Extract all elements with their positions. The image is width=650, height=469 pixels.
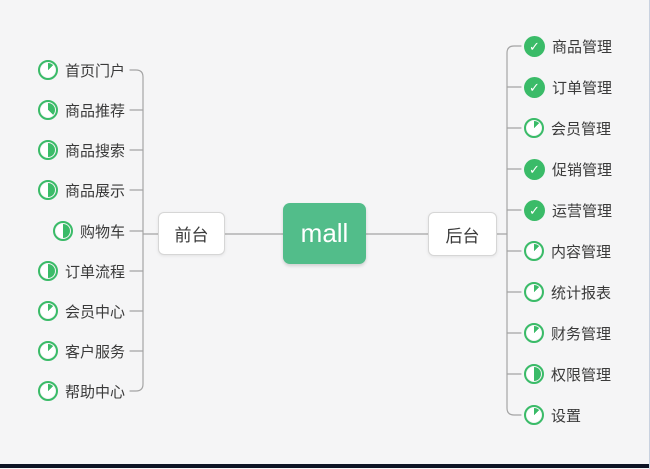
done-check-icon: ✓	[524, 35, 545, 57]
mindmap-topic[interactable]: ✓ 订单管理	[524, 75, 612, 99]
progress-pie-icon	[37, 100, 58, 120]
progress-pie-icon	[524, 323, 544, 343]
mindmap-topic[interactable]: ✓ 促销管理	[524, 157, 612, 181]
topic-label: 商品展示	[64, 182, 125, 200]
done-check-icon: ✓	[524, 76, 545, 98]
mindmap-topic[interactable]: 商品展示	[37, 178, 125, 202]
topic-label: 首页门户	[64, 62, 125, 80]
branch-topic-front[interactable]: 前台	[158, 212, 225, 255]
screenshot-bottom-edge	[0, 464, 649, 468]
progress-pie-icon	[524, 364, 544, 384]
topic-label: 订单管理	[552, 79, 613, 97]
progress-pie-icon	[524, 241, 544, 261]
progress-pie-icon	[52, 221, 73, 241]
progress-pie-icon	[524, 405, 544, 425]
topic-label: 帮助中心	[64, 383, 125, 401]
topic-label: 客户服务	[64, 343, 125, 361]
progress-pie-icon	[524, 118, 544, 138]
progress-pie-icon	[37, 60, 58, 80]
mindmap-topic[interactable]: 客户服务	[37, 339, 125, 363]
mindmap-topic[interactable]: ✓ 商品管理	[524, 34, 612, 58]
progress-pie-icon	[37, 341, 58, 361]
mindmap-topic[interactable]: 首页门户	[37, 58, 125, 82]
mindmap-topic[interactable]: 订单流程	[37, 259, 125, 283]
mindmap-topic[interactable]: 帮助中心	[37, 379, 125, 403]
topic-label: 权限管理	[551, 366, 612, 384]
done-check-icon: ✓	[524, 158, 545, 180]
topic-label: 促销管理	[552, 161, 613, 179]
topic-label: 商品推荐	[64, 102, 125, 120]
topic-label: 会员管理	[551, 120, 612, 138]
mindmap-topic[interactable]: 内容管理	[524, 239, 611, 263]
topic-label: 内容管理	[551, 243, 612, 261]
branch-topic-label: 前台	[174, 226, 209, 245]
mindmap-topic[interactable]: 财务管理	[524, 321, 611, 345]
progress-pie-icon	[37, 140, 58, 160]
progress-pie-icon	[37, 301, 58, 321]
topic-label: 财务管理	[551, 325, 612, 343]
topic-label: 商品搜索	[64, 142, 125, 160]
progress-pie-icon	[524, 282, 544, 302]
mindmap-topic[interactable]: 设置	[524, 403, 581, 427]
root-topic-mall[interactable]: mall	[283, 203, 366, 264]
progress-pie-icon	[37, 381, 58, 401]
progress-pie-icon	[37, 180, 58, 200]
branch-topic-label: 后台	[445, 226, 480, 246]
mindmap-topic[interactable]: 统计报表	[524, 280, 611, 304]
topic-label: 购物车	[79, 223, 125, 241]
done-check-icon: ✓	[524, 199, 545, 221]
topic-label: 统计报表	[551, 284, 612, 302]
branch-topic-back[interactable]: 后台	[428, 212, 497, 256]
topic-label: 会员中心	[64, 303, 125, 321]
mindmap-topic[interactable]: 商品搜索	[37, 138, 125, 162]
progress-pie-icon	[37, 261, 58, 281]
mindmap-topic[interactable]: ✓ 运营管理	[524, 198, 612, 222]
topic-label: 设置	[551, 407, 582, 425]
mindmap-topic[interactable]: 会员中心	[37, 299, 125, 323]
topic-label: 运营管理	[552, 202, 613, 220]
mindmap-topic[interactable]: 购物车	[52, 219, 125, 243]
topic-label: 订单流程	[64, 263, 125, 281]
mindmap-topic[interactable]: 权限管理	[524, 362, 611, 386]
mindmap-topic[interactable]: 会员管理	[524, 116, 611, 140]
mindmap-topic[interactable]: 商品推荐	[37, 98, 125, 122]
topic-label: 商品管理	[552, 38, 613, 56]
root-topic-label: mall	[300, 218, 349, 248]
